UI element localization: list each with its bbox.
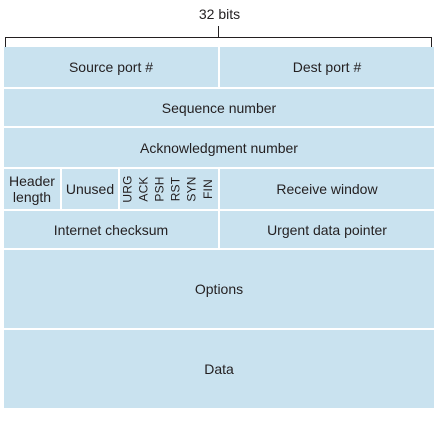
internet-checksum-field: Internet checksum [4,211,218,248]
flag-rst-label: RST [168,176,183,202]
dest-port-label: Dest port # [292,59,362,75]
options-label: Options [194,281,244,297]
data-label: Data [204,361,234,377]
tcp-segment-structure: Source port # Dest port # Sequence numbe… [4,47,434,408]
unused-label: Unused [65,181,115,197]
receive-window-field: Receive window [220,169,434,209]
source-port-field: Source port # [4,47,218,87]
options-field: Options [4,250,434,328]
flag-rst: RST [168,169,183,209]
acknowledgment-number-field: Acknowledgment number [4,128,434,167]
data-field: Data [4,330,434,408]
flag-psh: PSH [152,169,167,209]
flag-ack: ACK [136,169,151,209]
bits-width-bracket [5,26,432,47]
sequence-number-label: Sequence number [161,99,277,116]
flag-urg: URG [120,169,135,209]
header-length-label-line2: length [12,189,52,205]
unused-field: Unused [62,169,118,209]
flags-field [120,169,218,209]
flag-syn: SYN [184,169,199,209]
internet-checksum-label: Internet checksum [53,221,169,238]
header-length-label-line1: Header [9,173,55,189]
bits-width-label: 32 bits [198,6,241,22]
flag-fin-label: FIN [200,179,215,199]
flag-urg-label: URG [120,175,135,203]
flag-psh-label: PSH [152,176,167,202]
acknowledgment-number-label: Acknowledgment number [140,139,298,156]
flag-syn-label: SYN [184,176,199,202]
flag-ack-label: ACK [136,176,151,202]
flag-fin: FIN [200,169,215,209]
urgent-data-pointer-label: Urgent data pointer [267,221,387,238]
header-length-field: Header length [4,169,60,209]
urgent-data-pointer-field: Urgent data pointer [220,211,434,248]
sequence-number-field: Sequence number [4,89,434,126]
dest-port-field: Dest port # [220,47,434,87]
source-port-label: Source port # [68,59,154,75]
receive-window-label: Receive window [276,181,378,197]
